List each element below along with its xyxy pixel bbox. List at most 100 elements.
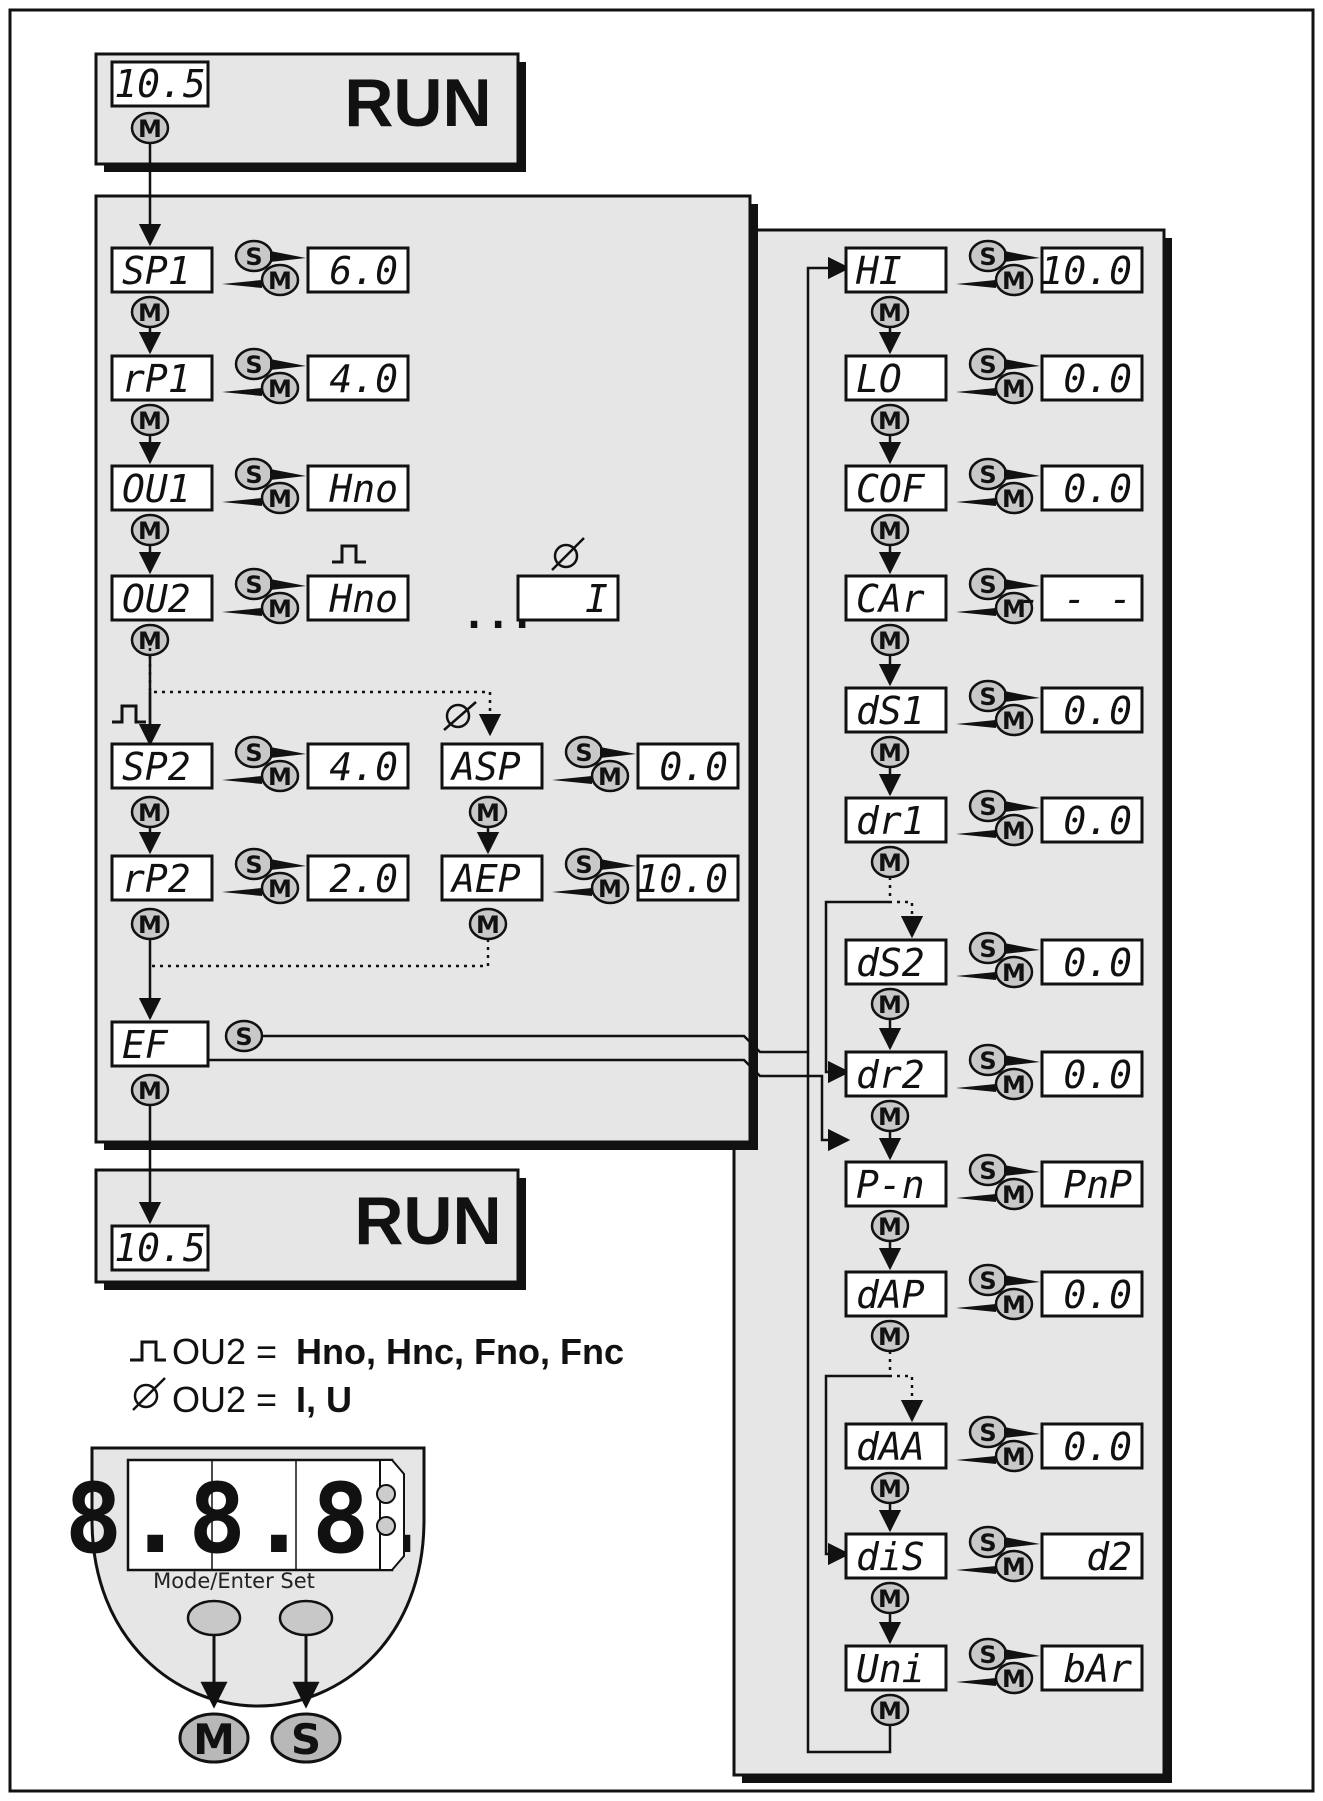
- param-aep-s-arrow: [600, 859, 636, 870]
- param-uni-value-text: bAr: [1063, 1647, 1132, 1691]
- arrow-right-dotted-dr1: [888, 877, 924, 939]
- param-dr2-m-button-label: M: [1002, 1071, 1026, 1099]
- param-ou1-m-arrow: [222, 498, 262, 506]
- led-1: [376, 1484, 396, 1504]
- param-cof-value-text: 0.0: [1063, 467, 1132, 511]
- param-aep-text: AEP: [450, 857, 521, 901]
- param-sp1-m-button-label: M: [268, 267, 292, 295]
- param-dr1-m-arrow: [956, 830, 996, 838]
- legend-line1-values: Hno, Hnc, Fno, Fnc: [296, 1331, 624, 1372]
- param-car: [844, 574, 948, 622]
- param-uni-s-arrow: [1004, 1649, 1040, 1660]
- param-daa-m-arrow: [956, 1456, 996, 1464]
- led-2: [376, 1516, 396, 1536]
- param-aep: [440, 854, 544, 902]
- mode-enter-button[interactable]: [186, 1599, 242, 1637]
- param-aep-value: [636, 854, 740, 902]
- param-lo-m-arrow: [956, 388, 996, 396]
- param-asp-text: ASP: [450, 745, 521, 789]
- param-dap-m-arrow: [956, 1304, 996, 1312]
- big-m-label: M: [193, 1715, 235, 1764]
- arrow-right-skip-dap: [824, 1374, 890, 1566]
- device-digits: 8.8.8.: [65, 1463, 436, 1575]
- ef-m-button-label: M: [138, 1077, 162, 1105]
- aep-m-button-label: M: [476, 911, 500, 939]
- param-rp2: [110, 854, 214, 902]
- param-pn-m-arrow: [956, 1194, 996, 1202]
- param-pn-value-text: PnP: [1063, 1163, 1132, 1207]
- right-m-button-dr1-label: M: [878, 849, 902, 877]
- param-lo-value: [1040, 354, 1144, 402]
- param-pn-m-button-label: M: [1002, 1181, 1026, 1209]
- param-lo: [844, 354, 948, 402]
- param-dr1-s-button-label: S: [979, 793, 996, 821]
- param-dr1-text: dr1: [856, 799, 925, 843]
- param-sp2-s-arrow: [270, 747, 306, 758]
- param-pn-s-arrow: [1004, 1165, 1040, 1176]
- param-hi-text: HI: [855, 249, 902, 293]
- left-m-button-2-label: M: [138, 407, 162, 435]
- legend-line1-prefix: OU2 =: [172, 1331, 277, 1372]
- outer-frame: [8, 8, 1315, 1793]
- ellipsis: ...: [462, 592, 534, 638]
- param-hi-m-button-label: M: [1002, 267, 1026, 295]
- asp-analog-circle: [445, 703, 471, 729]
- merge-dotted: [150, 939, 490, 968]
- param-ou1-m-button-label: M: [268, 485, 292, 513]
- param-rp2-s-button-label: S: [245, 851, 262, 879]
- param-daa-s-button-label: S: [979, 1419, 996, 1447]
- param-sp2-m-button-label: M: [268, 763, 292, 791]
- right-m-button-dap-label: M: [878, 1323, 902, 1351]
- right-m-button-pn-label: M: [878, 1213, 902, 1241]
- param-ou2-value: [306, 574, 410, 622]
- param-ou2-m-button-label: M: [268, 595, 292, 623]
- param-rp2-text: rP2: [122, 857, 191, 901]
- right-m-button-cof-label: M: [878, 517, 902, 545]
- param-hi: [844, 246, 948, 294]
- param-uni-m-button-label: M: [1002, 1665, 1026, 1693]
- run-bottom-display-text: 10.5: [114, 1226, 206, 1270]
- param-daa-m-button-label: M: [1002, 1443, 1026, 1471]
- run-top-m-button-label: M: [138, 115, 162, 143]
- param-dap-value: [1040, 1270, 1144, 1318]
- param-rp1-s-arrow: [270, 359, 306, 370]
- right-m-button-lo-label: M: [878, 407, 902, 435]
- param-sp2-value: [306, 742, 410, 790]
- param-lo-m-button-label: M: [1002, 375, 1026, 403]
- asp-analog-slash: [443, 701, 477, 731]
- param-cof-m-button-label: M: [1002, 485, 1026, 513]
- param-dis-m-button-label: M: [1002, 1553, 1026, 1581]
- param-ou2-value-text: Hno: [328, 577, 398, 621]
- param-dis-s-button-label: S: [979, 1529, 996, 1557]
- param-sp1-s-button-label: S: [245, 243, 262, 271]
- param-ds1-s-arrow: [1004, 691, 1040, 702]
- param-ou2-text: OU2: [122, 577, 191, 621]
- param-car-s-arrow: [1004, 579, 1040, 590]
- param-cof-value: [1040, 464, 1144, 512]
- param-rp1-m-arrow: [222, 388, 262, 396]
- param-dis-s-arrow: [1004, 1537, 1040, 1548]
- param-ds1-text: dS1: [856, 689, 925, 733]
- param-dr1-m-button-label: M: [1002, 817, 1026, 845]
- right-m-button-dr2-label: M: [878, 1103, 902, 1131]
- param-dr2-s-arrow: [1004, 1055, 1040, 1066]
- param-daa-value: [1040, 1422, 1144, 1470]
- big-s-button: [270, 1712, 342, 1764]
- param-dap: [844, 1270, 948, 1318]
- set-button[interactable]: [278, 1599, 334, 1637]
- param-ef: [110, 1020, 210, 1068]
- param-ds2-s-arrow: [1004, 943, 1040, 954]
- legend-line2-values: I, U: [296, 1379, 352, 1420]
- run-bottom: 10.5 RUN: [110, 1183, 502, 1272]
- right-m-button-ds1-label: M: [878, 739, 902, 767]
- param-aep-s-button-label: S: [575, 851, 592, 879]
- device-display: [126, 1458, 394, 1572]
- param-lo-s-button-label: S: [979, 351, 996, 379]
- param-cof-m-arrow: [956, 498, 996, 506]
- panel-left: [94, 194, 758, 1150]
- param-dr2-m-arrow: [956, 1084, 996, 1092]
- big-s-label: S: [291, 1715, 321, 1764]
- run-top-display-text: 10.5: [114, 62, 206, 106]
- sp2-m-button-label: M: [138, 799, 162, 827]
- param-car-s-button-label: S: [979, 571, 996, 599]
